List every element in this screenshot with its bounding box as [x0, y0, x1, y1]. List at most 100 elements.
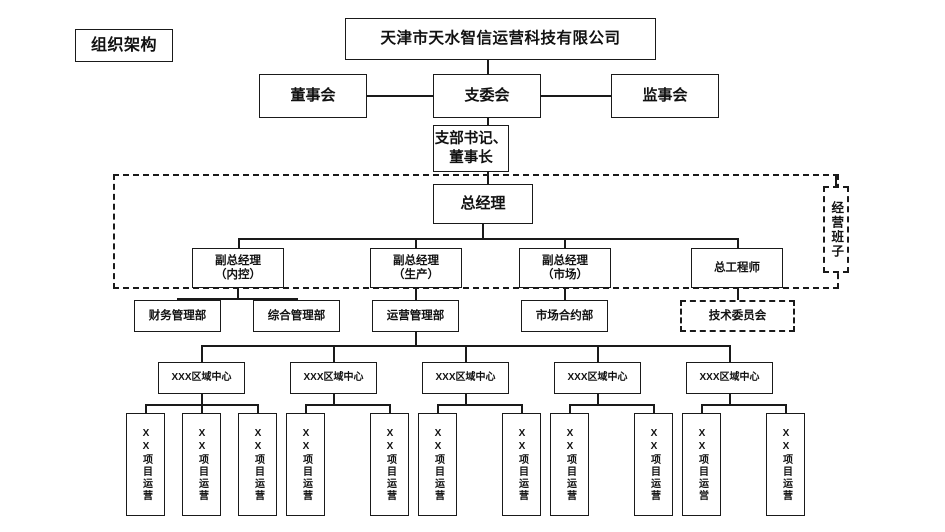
deputy-gm-internal-control-box: 副总经理 （内控）	[192, 248, 284, 288]
project-box-2: XX项目运营	[182, 413, 221, 516]
board-of-directors-box: 董事会	[259, 74, 367, 118]
general-manager-label: 总经理	[460, 194, 506, 212]
project-label-10: XX项目运営	[696, 427, 708, 502]
connector-company-to-party	[487, 60, 489, 74]
project-label-4: XX项目运营	[300, 427, 312, 502]
connector-party-to-secretary	[487, 118, 489, 125]
connector-deputy1-down	[237, 288, 239, 299]
deputy-gm-market-label: 副总经理 （市场）	[542, 254, 588, 281]
connector-operations-down	[415, 332, 417, 346]
project-label-8: XX项目运营	[564, 427, 576, 502]
management-team-label-box: 经营班子	[823, 186, 849, 273]
connector-bus-to-center-1	[201, 345, 203, 363]
connector-center5-to-project-11	[785, 404, 787, 414]
regional-center-label-3: XXX区域中心	[435, 371, 496, 383]
connector-board-to-party	[367, 95, 433, 97]
regional-center-label-4: XXX区域中心	[567, 371, 628, 383]
chief-engineer-label: 总工程师	[714, 261, 760, 274]
technical-committee-label: 技术委员会	[708, 309, 767, 322]
connector-center5-down	[729, 394, 731, 405]
connector-deputy1-bus	[177, 298, 297, 300]
connector-party-to-supervisors	[541, 95, 611, 97]
connector-center2-down	[333, 394, 335, 405]
connector-center2-to-project-4	[305, 404, 307, 414]
project-label-5: XX项目运营	[384, 427, 396, 502]
company-name-label: 天津市天水智信运营科技有限公司	[380, 30, 621, 48]
deputy-gm-market-box: 副总经理 （市场）	[519, 248, 611, 288]
connector-center4-down	[597, 394, 599, 405]
department-operations-label: 运营管理部	[386, 309, 445, 322]
project-box-1: XX项目运营	[126, 413, 165, 516]
connector-center4-bus	[569, 404, 654, 406]
project-box-11: XX项目运营	[766, 413, 805, 516]
department-admin-box: 综合管理部	[253, 300, 340, 332]
project-label-9: XX项目运营	[648, 427, 660, 502]
connector-deputy-bus	[238, 238, 738, 240]
board-of-supervisors-label: 监事会	[642, 86, 688, 104]
connector-center3-down	[465, 394, 467, 405]
general-manager-box: 总经理	[433, 184, 533, 224]
department-finance-label: 财务管理部	[148, 309, 207, 322]
connector-center2-bus	[305, 404, 390, 406]
secretary-chairman-label: 支部书记、 董事长	[434, 131, 508, 166]
deputy-gm-production-label: 副总经理 （生产）	[393, 254, 439, 281]
project-box-9: XX项目运营	[634, 413, 673, 516]
connector-center1-to-project-1	[145, 404, 147, 414]
chart-title-box: 组织架构	[75, 29, 173, 62]
connector-bus-to-center-5	[729, 345, 731, 363]
party-committee-box: 支委会	[433, 74, 541, 118]
connector-center2-to-project-5	[389, 404, 391, 414]
regional-center-label-5: XXX区域中心	[699, 371, 760, 383]
connector-bus-to-deputy-1	[238, 238, 240, 249]
project-label-11: XX项目运营	[780, 427, 792, 502]
connector-frame-to-group-label	[835, 174, 837, 186]
connector-bus-to-deputy-3	[564, 238, 566, 249]
board-of-directors-label: 董事会	[290, 86, 336, 104]
connector-chief-engineer-to-tech-committee	[737, 288, 739, 302]
project-box-3: XX项目运营	[238, 413, 277, 516]
connector-bus-to-center-4	[597, 345, 599, 363]
regional-center-box-2: XXX区域中心	[290, 362, 377, 394]
connector-bus-to-deputy-2	[415, 238, 417, 249]
department-finance-box: 财务管理部	[134, 300, 221, 332]
connector-center4-to-project-9	[653, 404, 655, 414]
connector-gm-down	[482, 224, 484, 239]
connector-deputy2-to-operations	[415, 288, 417, 310]
department-operations-box: 运营管理部	[372, 300, 459, 332]
regional-center-box-5: XXX区域中心	[686, 362, 773, 394]
project-label-1: XX项目运营	[140, 427, 152, 502]
connector-center1-to-project-2	[201, 404, 203, 414]
department-admin-label: 综合管理部	[267, 309, 326, 322]
connector-center5-to-project-10	[701, 404, 703, 414]
connector-secretary-to-gm	[487, 172, 489, 184]
project-label-6: XX项目运营	[432, 427, 444, 502]
connector-center5-bus	[701, 404, 786, 406]
department-market-contract-box: 市场合约部	[521, 300, 608, 332]
regional-center-box-4: XXX区域中心	[554, 362, 641, 394]
chief-engineer-box: 总工程师	[691, 248, 783, 288]
connector-center1-down	[201, 394, 203, 405]
connector-bus-to-center-3	[465, 345, 467, 363]
connector-bus-to-deputy-4	[737, 238, 739, 249]
connector-center4-to-project-8	[569, 404, 571, 414]
connector-bus-to-center-2	[333, 345, 335, 363]
deputy-gm-production-box: 副总经理 （生产）	[370, 248, 462, 288]
project-label-2: XX项目运营	[196, 427, 208, 502]
regional-center-label-2: XXX区域中心	[303, 371, 364, 383]
secretary-chairman-box: 支部书记、 董事长	[433, 125, 509, 172]
deputy-gm-internal-control-label: 副总经理 （内控）	[215, 254, 261, 281]
connector-center3-to-project-6	[437, 404, 439, 414]
department-market-contract-label: 市场合约部	[535, 309, 594, 322]
project-box-5: XX项目运营	[370, 413, 409, 516]
connector-deputy3-to-market-contract	[564, 288, 566, 310]
connector-center3-bus	[437, 404, 522, 406]
regional-center-box-3: XXX区域中心	[422, 362, 509, 394]
technical-committee-box: 技术委员会	[680, 300, 795, 332]
project-box-6: XX项目运营	[418, 413, 457, 516]
regional-center-label-1: XXX区域中心	[171, 371, 232, 383]
project-box-10: XX项目运営	[682, 413, 721, 516]
project-box-4: XX项目运营	[286, 413, 325, 516]
connector-center1-to-project-3	[257, 404, 259, 414]
management-team-label: 经营班子	[829, 200, 844, 259]
